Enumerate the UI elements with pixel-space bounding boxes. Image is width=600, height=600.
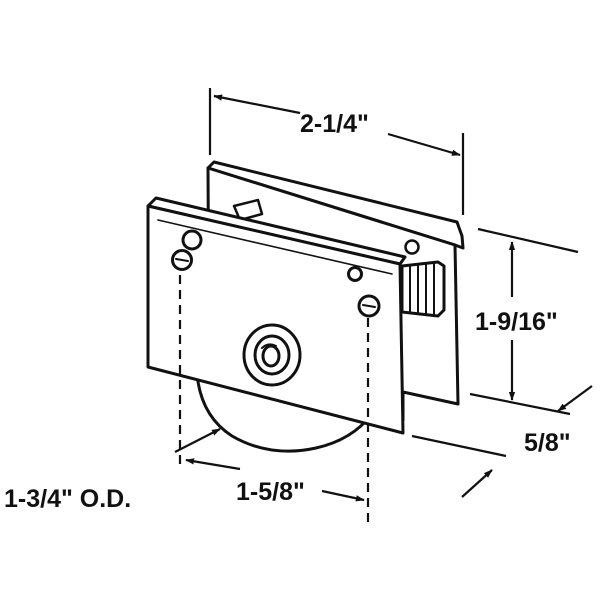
front-plate (146, 196, 407, 435)
mounting-hole (347, 266, 363, 282)
depth-extension (411, 434, 507, 458)
spacing-dimension-label: 1-5/8" (236, 478, 305, 506)
adjustment-screw (400, 260, 446, 318)
axle-bushing (242, 323, 302, 387)
mounting-hole (181, 229, 203, 251)
depth-dimension-arrow-bottom (461, 469, 493, 498)
width-dimension-label: 2-1/4" (300, 110, 369, 138)
height-extension-bottom (469, 392, 571, 416)
depth-dimension-label: 5/8" (524, 429, 571, 457)
spacing-dimension-arrow-left (185, 458, 241, 471)
depth-dimension-arrow-top (557, 385, 593, 412)
width-dimension-arrow-right (387, 132, 461, 157)
wheel-diameter-label: 1-3/4" O.D. (4, 485, 131, 513)
od-dimension-arrow (174, 428, 221, 453)
height-extension-top (477, 227, 579, 254)
axle-pin (232, 198, 264, 222)
height-dimension-label: 1-9/16" (475, 308, 558, 336)
roller-assembly (146, 160, 465, 453)
width-dimension-arrow-left (213, 94, 301, 115)
spacing-dimension-arrow-right (321, 489, 365, 502)
dimension-lines (174, 88, 593, 527)
